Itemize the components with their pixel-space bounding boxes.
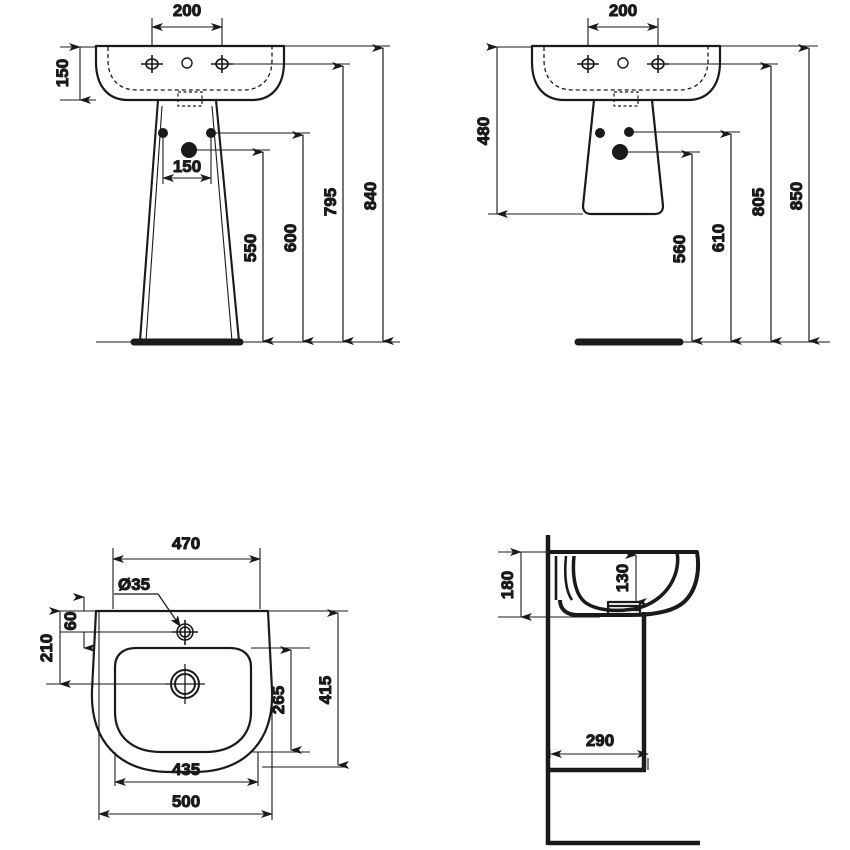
dimension-label-265: 265 — [269, 686, 288, 714]
dimension-label-560: 560 — [670, 235, 689, 263]
centre-hole-semi — [617, 57, 629, 69]
dimension-label-200-semi: 200 — [609, 1, 637, 20]
overflow-slot-semi — [613, 91, 639, 107]
dimension-label-210: 210 — [37, 634, 56, 662]
dimension-label-795: 795 — [321, 188, 340, 216]
tap-hole-right-semi — [647, 55, 669, 73]
dimension-200-front — [151, 18, 223, 46]
supply-connection-dots-front — [158, 128, 216, 158]
dimension-180-side — [498, 548, 600, 621]
dimension-label-150-vertical-front: 150 — [53, 59, 72, 87]
dimension-label-470: 470 — [172, 534, 200, 553]
tap-hole-left-front — [141, 55, 163, 73]
pedestal-outline-front — [138, 99, 241, 342]
basin-outline-plan — [90, 609, 274, 774]
dimension-415-plan — [262, 609, 349, 769]
pedestal-inner-line-front — [145, 105, 233, 342]
dimension-500-plan — [98, 611, 273, 820]
dimension-150-horizontal-front — [162, 133, 212, 184]
semi-pedestal-profile-side — [548, 612, 647, 773]
overflow-slot-front — [177, 91, 203, 107]
dimension-470-plan — [112, 548, 261, 609]
dimension-label-480: 480 — [474, 117, 493, 145]
centre-hole-front — [181, 57, 193, 69]
bowl-inner-dashed-front — [107, 47, 273, 91]
dimension-label-840: 840 — [361, 182, 380, 210]
tap-hole-right-front — [211, 55, 233, 73]
basin-profile-side — [548, 550, 701, 617]
dimension-label-805: 805 — [749, 188, 768, 216]
basin-outline-semi — [530, 44, 722, 102]
rear-shoulder-side — [554, 555, 574, 601]
bowl-outline-plan — [113, 646, 253, 754]
tap-hole-left-semi — [577, 55, 599, 73]
waste-outlet-centremark-plan — [165, 664, 205, 704]
dimension-200-semi — [587, 18, 659, 46]
wall-line-side — [545, 535, 700, 846]
dimension-label-850: 850 — [787, 182, 806, 210]
dimension-label-150-horizontal-front: 150 — [173, 157, 201, 176]
dimension-435-plan — [114, 752, 259, 786]
dimension-label-130: 130 — [613, 564, 632, 592]
dimension-290-side — [549, 750, 649, 770]
dimension-label-610: 610 — [709, 224, 728, 252]
view-side-section: 180 130 290 — [498, 535, 701, 846]
dimension-265-plan — [251, 646, 310, 754]
dimension-210-plan — [46, 607, 165, 688]
view-front-elevation-semi-pedestal: 200 480 560 610 — [474, 1, 830, 346]
supply-connection-dots-semi — [595, 127, 634, 160]
dimension-label-435: 435 — [172, 760, 200, 779]
dimension-150-vertical-front — [60, 43, 96, 104]
dimension-label-200-front: 200 — [173, 1, 201, 20]
dimension-label-180: 180 — [498, 571, 517, 599]
view-front-elevation-pedestal: 200 150 150 — [53, 1, 400, 346]
dimension-label-500: 500 — [172, 792, 200, 811]
bowl-inner-dashed-semi — [543, 47, 709, 91]
semi-pedestal-outline — [581, 99, 665, 216]
diameter-35-leader-plan — [114, 593, 181, 627]
dimension-label-60: 60 — [61, 612, 80, 631]
dimension-label-600: 600 — [281, 224, 300, 252]
view-plan: 470 Ø35 60 210 — [37, 534, 349, 820]
dimension-label-dia35: Ø35 — [118, 575, 150, 594]
dimension-480-semi — [486, 43, 583, 218]
dimension-label-290: 290 — [586, 731, 614, 750]
tap-hole-plan — [172, 620, 198, 645]
dimension-label-415: 415 — [316, 676, 335, 704]
dimension-label-550: 550 — [241, 234, 260, 262]
basin-outline-front — [94, 44, 286, 102]
